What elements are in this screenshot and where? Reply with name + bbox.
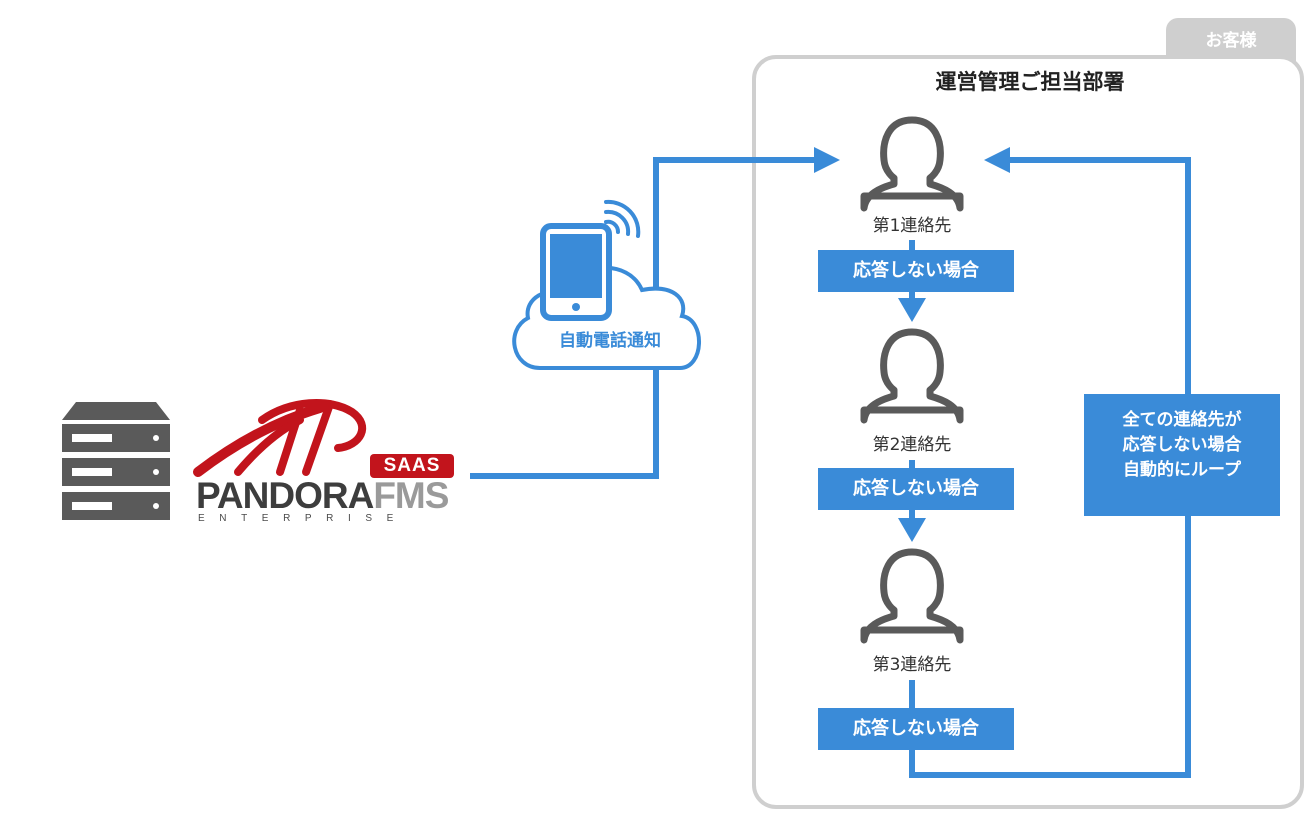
arrow-to-contact1 xyxy=(814,147,840,173)
loop-note-line-1: 全ての連絡先が xyxy=(1122,410,1242,430)
contact-1-label: 第1連絡先 xyxy=(872,216,952,236)
person-icon xyxy=(860,328,964,424)
contact-2-label: 第2連絡先 xyxy=(872,435,952,455)
loop-arrow xyxy=(984,147,1010,173)
no-response-box-3: 応答しない場合 xyxy=(818,708,1014,750)
no-response-box-1: 応答しない場合 xyxy=(818,250,1014,292)
customer-tab: お客様 xyxy=(1166,18,1296,62)
cloud-label: 自動電話通知 xyxy=(559,331,661,351)
brand-name: PANDORAFMS xyxy=(196,476,466,516)
loop-note: 全ての連絡先が 応答しない場合 自動的にループ xyxy=(1084,394,1280,516)
no-response-box-2: 応答しない場合 xyxy=(818,468,1014,510)
person-icon xyxy=(860,116,964,212)
contact-3-label: 第3連絡先 xyxy=(872,655,952,675)
pandora-logo-mark xyxy=(193,399,367,477)
customer-tab-label: お客様 xyxy=(1205,31,1257,51)
department-title: 運営管理ご担当部署 xyxy=(935,70,1125,94)
brand-name-accent: FMS xyxy=(373,475,449,516)
server-icon xyxy=(62,402,170,520)
brand-name-main: PANDORA xyxy=(196,475,374,516)
person-icon xyxy=(860,548,964,644)
smartphone-icon xyxy=(540,223,612,321)
arrow-to-contact3 xyxy=(898,518,926,542)
brand-subtitle: ENTERPRISE xyxy=(198,513,408,524)
saas-badge: SAAS xyxy=(370,454,454,478)
arrow-to-contact2 xyxy=(898,298,926,322)
loop-note-line-2: 応答しない場合 xyxy=(1122,435,1242,455)
loop-note-line-3: 自動的にループ xyxy=(1123,460,1241,480)
signal-icon xyxy=(604,199,641,238)
